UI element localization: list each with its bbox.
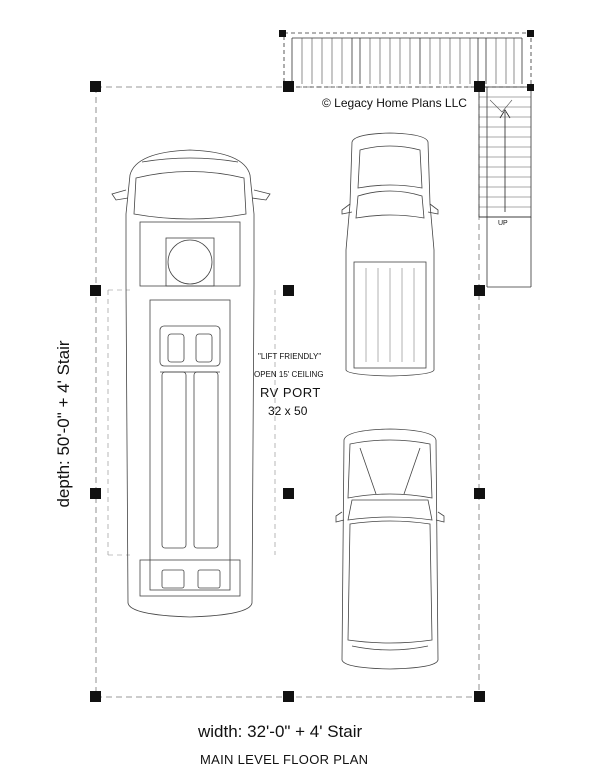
pickup-truck [341, 132, 439, 377]
room-name: RV PORT [260, 385, 321, 400]
copyright-notice: © Legacy Home Plans LLC [322, 96, 467, 110]
ceiling-note: OPEN 15' CEILING [254, 370, 324, 379]
structural-posts [90, 30, 534, 702]
bay-lines [107, 289, 276, 556]
suv-vehicle [335, 428, 445, 670]
lift-friendly-note: "LIFT FRIENDLY" [258, 352, 322, 361]
rv-vehicle [111, 149, 271, 618]
depth-dimension: depth: 50'-0" + 4' Stair [54, 340, 73, 508]
stair-up-label: UP [498, 220, 508, 227]
room-size: 32 x 50 [268, 404, 308, 418]
stair-landing [283, 32, 532, 88]
plan-title: MAIN LEVEL FLOOR PLAN [200, 752, 369, 767]
stair-run [478, 86, 532, 288]
width-dimension: width: 32'-0" + 4' Stair [198, 722, 363, 741]
